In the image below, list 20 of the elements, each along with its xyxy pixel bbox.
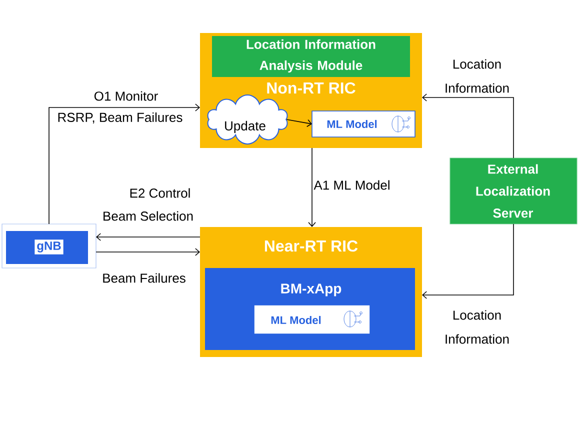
interface-label: E2 Control bbox=[130, 188, 190, 198]
edge-label: A1 ML Model bbox=[312, 179, 392, 191]
edge-label: Location Information bbox=[438, 58, 516, 94]
edge-label: Location Information bbox=[438, 309, 516, 345]
edge-label: Beam Selection bbox=[101, 210, 195, 222]
arrow bbox=[286, 119, 312, 128]
arrow bbox=[48, 104, 200, 224]
arrow bbox=[422, 224, 514, 299]
edge-label: RSRP, Beam Failures bbox=[56, 111, 184, 125]
server-box: External Localization Server bbox=[450, 158, 578, 224]
arrow bbox=[96, 233, 200, 241]
edge-label: Beam Failures bbox=[101, 272, 187, 284]
arrow bbox=[96, 248, 200, 256]
model-box: ML Model bbox=[312, 110, 416, 138]
arrow bbox=[308, 148, 316, 227]
arrow bbox=[422, 94, 514, 158]
gnb-box: gNB bbox=[2, 224, 96, 268]
interface-label: O1 Monitor bbox=[94, 91, 158, 101]
module-box: Location Information Analysis Module bbox=[212, 36, 410, 77]
model-box: ML Model bbox=[254, 304, 370, 334]
